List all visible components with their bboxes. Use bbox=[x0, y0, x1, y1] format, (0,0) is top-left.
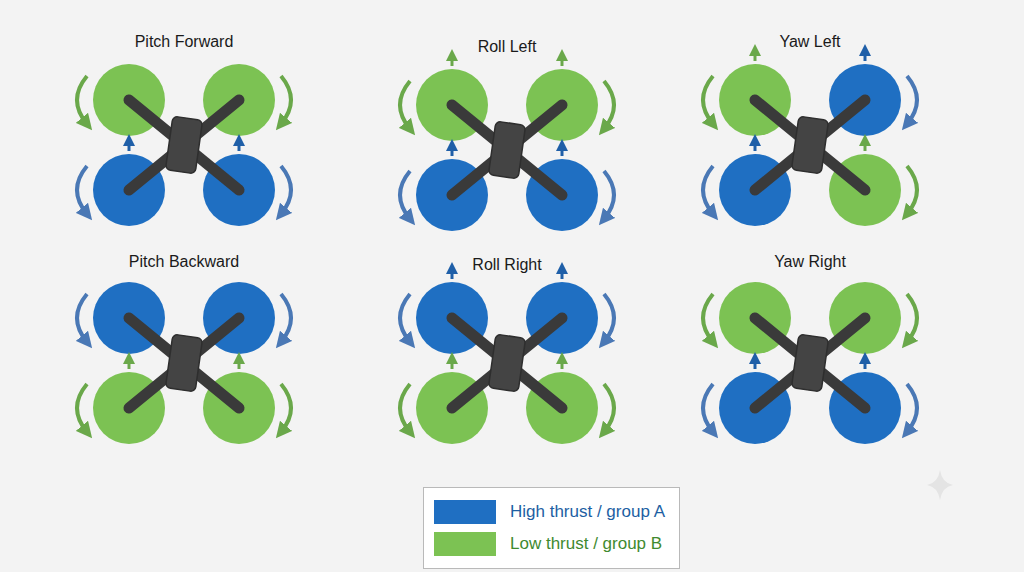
panel-title: Pitch Forward bbox=[135, 33, 234, 51]
frame-body bbox=[488, 121, 525, 179]
rotation-arrow bbox=[907, 76, 917, 124]
thrust-arrow bbox=[754, 140, 757, 151]
quadcopter bbox=[400, 268, 614, 444]
thrust-arrow bbox=[238, 140, 241, 151]
legend-text: Low thrust / group B bbox=[510, 534, 662, 554]
thrust-arrow bbox=[451, 268, 454, 279]
quadcopter bbox=[400, 55, 614, 231]
panel-title: Pitch Backward bbox=[129, 253, 239, 271]
rotation-arrow bbox=[400, 384, 410, 432]
rotation-arrow bbox=[77, 294, 87, 342]
rotation-arrow bbox=[77, 166, 87, 214]
rotation-arrow bbox=[703, 294, 713, 342]
thrust-arrow bbox=[864, 140, 867, 151]
quadcopter bbox=[77, 64, 291, 226]
rotation-arrow bbox=[281, 166, 291, 214]
thrust-arrow bbox=[128, 358, 131, 369]
rotation-arrow bbox=[281, 76, 291, 124]
rotation-arrow bbox=[281, 384, 291, 432]
frame-body bbox=[165, 334, 202, 392]
rotation-arrow bbox=[907, 166, 917, 214]
thrust-arrow bbox=[451, 55, 454, 66]
legend-text: High thrust / group A bbox=[510, 502, 665, 522]
rotation-arrow bbox=[604, 171, 614, 219]
thrust-arrow bbox=[864, 358, 867, 369]
thrust-arrow bbox=[451, 358, 454, 369]
thrust-arrow bbox=[754, 358, 757, 369]
frame-body bbox=[165, 116, 202, 174]
rotation-arrow bbox=[703, 166, 713, 214]
thrust-arrow bbox=[561, 358, 564, 369]
rotation-arrow bbox=[400, 294, 410, 342]
rotation-arrow bbox=[400, 81, 410, 129]
quadcopter bbox=[77, 282, 291, 444]
rotation-arrow bbox=[604, 81, 614, 129]
watermark-sparkle bbox=[927, 470, 953, 500]
legend-box: High thrust / group A Low thrust / group … bbox=[423, 487, 680, 569]
rotation-arrow bbox=[604, 294, 614, 342]
thrust-arrow bbox=[561, 55, 564, 66]
quadcopter bbox=[703, 282, 917, 444]
legend-swatch bbox=[434, 500, 496, 524]
rotation-arrow bbox=[604, 384, 614, 432]
quadcopter bbox=[703, 50, 917, 226]
frame-body bbox=[488, 334, 525, 392]
panel-title: Yaw Right bbox=[774, 253, 846, 271]
panel-title: Roll Left bbox=[478, 38, 537, 56]
frame-body bbox=[791, 334, 828, 392]
thrust-arrow bbox=[561, 268, 564, 279]
thrust-arrow bbox=[864, 50, 867, 61]
rotation-arrow bbox=[77, 76, 87, 124]
legend-row: High thrust / group A bbox=[434, 496, 665, 528]
rotation-arrow bbox=[907, 294, 917, 342]
thrust-arrow bbox=[561, 145, 564, 156]
rotation-arrow bbox=[703, 384, 713, 432]
rotation-arrow bbox=[703, 76, 713, 124]
frame-body bbox=[791, 116, 828, 174]
thrust-arrow bbox=[754, 50, 757, 61]
panel-title: Yaw Left bbox=[779, 33, 840, 51]
thrust-arrow bbox=[451, 145, 454, 156]
legend-row: Low thrust / group B bbox=[434, 528, 665, 560]
thrust-arrow bbox=[238, 358, 241, 369]
rotation-arrow bbox=[400, 171, 410, 219]
thrust-arrow bbox=[128, 140, 131, 151]
rotation-arrow bbox=[281, 294, 291, 342]
panel-title: Roll Right bbox=[472, 256, 541, 274]
legend-swatch bbox=[434, 532, 496, 556]
rotation-arrow bbox=[907, 384, 917, 432]
rotation-arrow bbox=[77, 384, 87, 432]
